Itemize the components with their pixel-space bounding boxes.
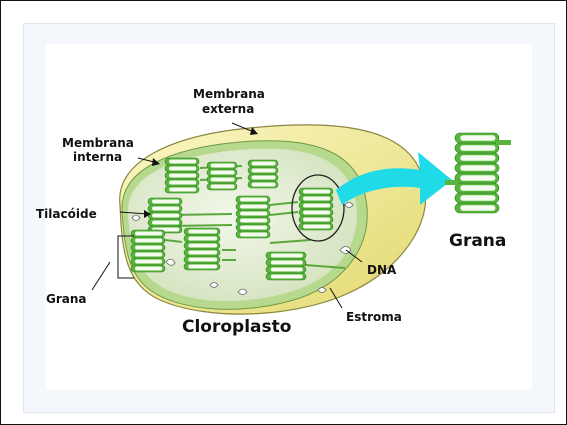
thylakoid-face — [211, 164, 235, 168]
thylakoid-face — [169, 160, 196, 164]
thylakoid-face — [240, 226, 267, 230]
thylakoid-face — [169, 174, 196, 178]
granum-5 — [236, 196, 270, 238]
granum-2 — [207, 162, 237, 190]
thylakoid-face — [240, 212, 267, 216]
granum-6 — [299, 188, 333, 230]
label-dna: DNA — [367, 263, 397, 277]
thylakoid-face — [460, 185, 495, 191]
thylakoid-face — [135, 232, 162, 236]
thylakoid-face — [188, 237, 217, 241]
thylakoid-face — [135, 253, 162, 257]
granum-4 — [148, 198, 182, 233]
granum-1 — [165, 158, 199, 193]
thylakoid-face — [169, 181, 196, 185]
thylakoid-face — [303, 218, 330, 222]
thylakoid-face — [152, 221, 179, 225]
thylakoid-face — [152, 207, 179, 211]
label-cloroplasto: Cloroplasto — [182, 317, 291, 337]
thylakoid-face — [152, 200, 179, 204]
label-membrana-interna-2: interna — [73, 150, 122, 164]
thylakoid-face — [271, 254, 303, 258]
enlarged-granum-discs — [455, 133, 499, 213]
thylakoid-face — [252, 183, 276, 187]
thylakoid-face — [271, 268, 303, 272]
thylakoid-face — [188, 258, 217, 262]
thylakoid-face — [303, 197, 330, 201]
granum-8 — [184, 228, 220, 270]
thylakoid-face — [252, 176, 276, 180]
thylakoid-face — [188, 230, 217, 234]
thylakoid-face — [460, 205, 495, 211]
thylakoid-face — [460, 135, 495, 141]
thylakoid-face — [188, 251, 217, 255]
thylakoid-face — [135, 239, 162, 243]
thylakoid-face — [460, 155, 495, 161]
thylakoid-face — [303, 211, 330, 215]
label-tilacoide: Tilacóide — [36, 207, 97, 221]
thylakoid-face — [252, 169, 276, 173]
thylakoid-face — [240, 205, 267, 209]
granum-lamella-tab — [445, 180, 457, 185]
label-grana-right: Grana — [449, 231, 506, 251]
thylakoid-face — [460, 195, 495, 201]
enlarged-granum — [445, 133, 511, 213]
thylakoid-face — [460, 175, 495, 181]
label-membrana-interna-1: Membrana — [62, 136, 134, 150]
thylakoid-face — [135, 246, 162, 250]
thylakoid-face — [303, 225, 330, 229]
thylakoid-face — [252, 162, 276, 166]
thylakoid-face — [303, 204, 330, 208]
thylakoid-face — [135, 267, 162, 271]
thylakoid-face — [211, 171, 235, 175]
thylakoid-face — [188, 244, 217, 248]
thylakoid-face — [211, 185, 235, 189]
label-membrana-externa-2: externa — [202, 102, 254, 116]
thylakoid-face — [135, 260, 162, 264]
thylakoid-face — [240, 233, 267, 237]
thylakoid-face — [271, 275, 303, 279]
thylakoid-face — [460, 165, 495, 171]
label-estroma: Estroma — [346, 310, 402, 324]
thylakoid-face — [240, 198, 267, 202]
thylakoid-face — [169, 167, 196, 171]
thylakoid-face — [303, 190, 330, 194]
thylakoid-face — [271, 261, 303, 265]
granum-7 — [131, 230, 165, 272]
granum-9 — [266, 252, 306, 280]
thylakoid-face — [240, 219, 267, 223]
thylakoid-face — [460, 145, 495, 151]
label-membrana-externa-1: Membrana — [193, 87, 265, 101]
granum-3 — [248, 160, 278, 188]
label-grana-left: Grana — [46, 292, 87, 306]
thylakoid-face — [152, 214, 179, 218]
thylakoid-face — [211, 178, 235, 182]
thylakoid-face — [188, 265, 217, 269]
thylakoid-face — [169, 188, 196, 192]
granum-lamella-tab — [497, 140, 511, 145]
